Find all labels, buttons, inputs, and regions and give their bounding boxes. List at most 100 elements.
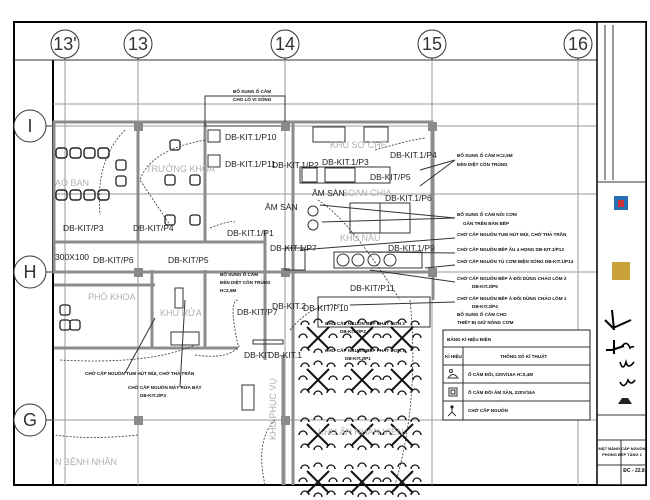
chair [344,443,354,449]
legend-col-symbol: KÍ HIỆU [445,352,463,359]
dining-table-cluster [342,462,382,498]
chair [189,214,201,226]
chair [300,443,310,449]
chair [69,319,81,331]
chair [397,415,407,421]
legend-spec-2: Ổ CẮM ĐÔI ÂM SÀN, 220V/16A [468,388,536,395]
note-single-stove-2-circuit: DB-KIT.2/P2 [340,329,366,334]
circuit-kit: DB-KIT [244,350,272,360]
chair [397,445,407,451]
table [390,423,414,447]
chair [326,417,336,423]
dimension-300x100: 300X100 [55,252,89,262]
furniture [55,139,422,498]
chair [410,320,420,326]
chair [97,189,110,201]
table [390,470,414,494]
note-microwave-2: CHO LÒ VI SÓNG [233,95,272,102]
signature [618,398,632,404]
legend-table: BẢNG KÍ HIỆU ĐIỆN KÍ HIỆU THÔNG SỐ KĨ TH… [442,329,591,421]
circuit-kit2: DB-KIT.2 [272,301,306,311]
chair [397,492,407,498]
chair [412,477,422,483]
table [350,326,374,350]
circuit-kit1-p2: DB-KIT.1/P2 [272,160,319,170]
drawing-title-1: MẶT BẰNG CẤP NGUỒN [598,446,645,451]
chair [344,346,354,352]
row-bubble-g: G [13,403,53,437]
chair [344,464,354,470]
table [350,423,374,447]
chair [410,417,420,423]
chair [300,464,310,470]
chair [384,320,394,326]
note-dishwasher: CHỜ CẤP NGUỒN MÁY RỬA BÁT [128,383,202,390]
table [390,368,414,392]
svg-text:13': 13' [53,34,76,54]
chair [298,375,308,381]
chair [169,139,181,151]
table [390,326,414,350]
chair [370,320,380,326]
room-khu-an-nhan-vien: KHU ĂN NHÂN VIÊN [318,427,404,437]
title-block: MẶT BẰNG CẤP NGUỒN PHÒNG BẾP TẦNG 1 ĐC -… [596,21,647,486]
legend-spec-1: Ổ CẮM ĐÔI, 220V/16A H=0,4M [468,370,533,377]
circuit-kit-p10: DB-KIT/P10 [303,303,349,313]
consultant-logo [612,262,630,280]
chair [382,375,392,381]
svg-text:14: 14 [275,34,295,54]
chair [397,360,407,366]
chair [357,360,367,366]
chair [397,318,407,324]
chair [370,464,380,470]
structural-columns [134,122,437,425]
note-insect-left-1: BỔ SUNG Ổ CẮM [220,270,258,277]
chair [69,147,82,159]
chair [326,362,336,368]
chair [344,388,354,394]
power-supply-point-icon [447,405,457,417]
walls [52,95,435,485]
circuit-kit-p7: DB-KIT/P7 [237,307,278,317]
circuit-kit1-p9: DB-KIT.1/P9 [388,243,435,253]
circuit-kit1-p6: DB-KIT.1/P6 [385,193,432,203]
row-bubble-i: I [13,109,53,143]
circuit-kit-p11: DB-KIT/P11 [350,283,395,293]
svg-text:H: H [24,262,37,282]
room-khu-rua: KHU RỬA [160,307,202,318]
note-insect-left-3: H=2,5M [220,288,236,293]
table [306,470,330,494]
chair [357,492,367,498]
chair [410,443,420,449]
room-pho-khoa: PHÓ KHOA [88,292,136,302]
note-single-stove-2: CHỜ CẤP NGUỒN BẾP PHÁT ĐƠN 2 [325,319,405,326]
chair [313,360,323,366]
chair [328,375,338,381]
chair [313,318,323,324]
chair [384,443,394,449]
circuit-kit-p5: DB-KIT/P5 [168,255,209,265]
row-bubble-h: H [13,255,53,289]
chair [372,477,382,483]
note-single-stove-1-circuit: DB-KIT.2/P1 [345,356,371,361]
chair [300,362,310,368]
drawing-number: ĐC - 22.8 [623,468,645,474]
chair [370,362,380,368]
circuit-kit1-p4: DB-KIT.1/P4 [390,150,437,160]
circuit-kit1-p1: DB-KIT.1/P1 [227,228,274,238]
note-stove-4: CHỜ CẤP NGUỒN BẾP ÂU 4 HỌNG DB-KIT.1/P13 [457,245,564,252]
note-rice-cabinet: CHỜ CẤP NGUỒN TỦ CƠM ĐIỆN SÓNG DB-KIT.1/… [457,257,574,264]
room-khu-so-che: KHU SƠ CHẾ [330,140,387,150]
chair [298,430,308,436]
chair [410,490,420,496]
chair [410,464,420,470]
signature [621,342,635,350]
chair [313,348,323,354]
table [306,368,330,392]
chair [326,346,336,352]
note-microwave-1: BỔ SUNG Ổ CẮM [233,87,271,94]
chair [357,390,367,396]
svg-text:G: G [23,410,37,430]
svg-text:16: 16 [568,34,588,54]
chair [384,388,394,394]
